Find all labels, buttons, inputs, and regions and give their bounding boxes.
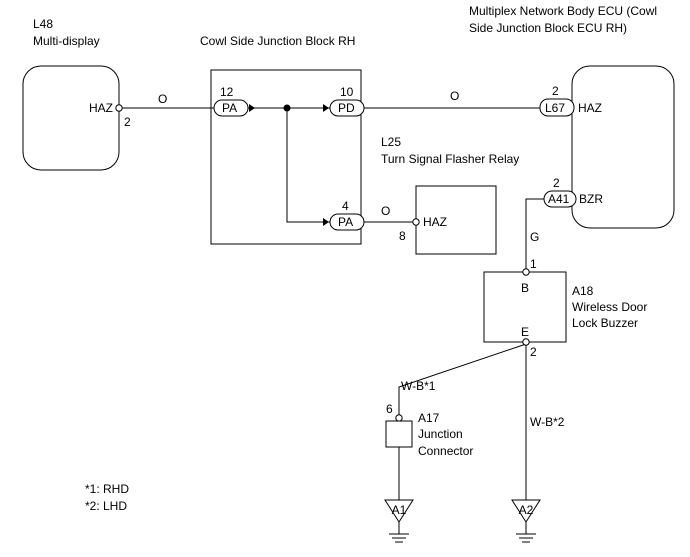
pd-pin: 10 <box>340 85 354 99</box>
pin-relay-haz <box>412 218 420 226</box>
pa-bottom-pin: 4 <box>342 199 349 213</box>
wire-wb1 <box>398 343 527 500</box>
flasher-relay-name: Turn Signal Flasher Relay <box>381 152 519 166</box>
wire-o-relay-label: O <box>381 204 390 218</box>
wire-o-right-label: O <box>450 89 459 103</box>
wire-g <box>525 198 544 272</box>
arrow-pa-left <box>249 104 255 112</box>
connector-pd <box>329 99 365 117</box>
connector-pa-bottom <box>329 213 365 231</box>
pa-bottom-code: PA <box>338 215 353 229</box>
multi-display-code: L48 <box>33 17 53 31</box>
splice-point <box>283 104 291 112</box>
note-rhd: *1: RHD <box>85 482 129 496</box>
wire-internal-branch <box>286 108 330 223</box>
ground-a2 <box>511 499 541 543</box>
pa-left-pin: 12 <box>220 85 234 99</box>
buzzer-box <box>483 271 567 343</box>
multi-display-box <box>22 65 120 171</box>
junction-connector-name-line2: Connector <box>418 444 473 458</box>
body-ecu-name-line1: Multiplex Network Body ECU (Cowl <box>469 4 657 18</box>
body-ecu-name-line2: Side Junction Block ECU RH) <box>469 21 627 35</box>
a41-label: BZR <box>579 192 603 206</box>
l67-pin: 2 <box>552 84 559 98</box>
ground-a1 <box>384 499 414 543</box>
junction-block-name: Cowl Side Junction Block RH <box>200 34 355 48</box>
junction-connector-pin-number: 6 <box>386 402 393 416</box>
flasher-relay-box <box>415 185 497 255</box>
l67-code: L67 <box>545 101 565 115</box>
wire-o-left-label: O <box>158 92 167 106</box>
connector-pa-left <box>213 99 249 117</box>
a41-pin: 2 <box>553 176 560 190</box>
relay-pin-label: HAZ <box>423 215 447 229</box>
multi-display-pin-number: 2 <box>124 115 131 129</box>
l67-label: HAZ <box>578 101 602 115</box>
a41-code: A41 <box>548 192 570 206</box>
relay-pin-number: 8 <box>399 229 406 243</box>
buzzer-name-line1: Wireless Door <box>572 300 647 314</box>
arrow-pa-bottom <box>323 218 329 226</box>
multi-display-name: Multi-display <box>33 34 100 48</box>
body-ecu-box <box>571 65 675 229</box>
junction-connector-name-line1: Junction <box>418 427 463 441</box>
flasher-relay-code: L25 <box>381 135 401 149</box>
buzzer-name-line2: Lock Buzzer <box>572 316 638 330</box>
buzzer-pin-e-number: 2 <box>530 345 537 359</box>
wire-g-label: G <box>530 230 539 244</box>
buzzer-pin-b-number: 1 <box>530 257 537 271</box>
buzzer-pin-b: B <box>521 281 529 295</box>
pin-buzzer-e <box>522 338 530 346</box>
pa-left-code: PA <box>222 101 237 115</box>
wire-wb1-label: W-B*1 <box>401 379 436 393</box>
multi-display-pin-label: HAZ <box>89 101 113 115</box>
connector-l67 <box>539 98 575 117</box>
arrow-pd <box>323 104 329 112</box>
pin-multi-display-haz <box>115 104 123 112</box>
pd-code: PD <box>338 101 355 115</box>
junction-connector-box <box>385 420 413 448</box>
connector-a41 <box>543 190 577 208</box>
pin-buzzer-b <box>522 268 530 276</box>
junction-connector-code: A17 <box>418 411 440 425</box>
ground-a1-label: A1 <box>392 503 407 517</box>
pin-junction-6 <box>395 414 403 422</box>
note-lhd: *2: LHD <box>85 499 127 513</box>
ground-a2-label: A2 <box>519 503 534 517</box>
buzzer-code: A18 <box>572 284 594 298</box>
buzzer-pin-e: E <box>521 325 529 339</box>
wire-wb2-label: W-B*2 <box>530 415 565 429</box>
